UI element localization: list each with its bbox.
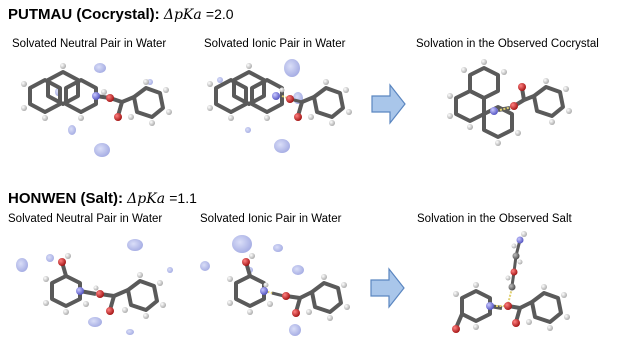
row1-neutral-pair-molecule [21,63,172,157]
row2-arrow-icon [370,267,405,309]
row2-title: HONWEN (Salt): ΔpKa =1.1 [8,190,197,207]
row1-arrow-icon [371,83,406,125]
row1-ionic-pair-molecule [207,59,352,153]
row2-neutral-pair-molecule [16,239,173,335]
solvent-density-blobs [217,59,303,153]
solvent-density-blobs [200,235,304,336]
row2-caption-observed: Solvation in the Observed Salt [417,213,572,225]
row2-delta-pka-value: =1.1 [169,190,197,206]
row1-caption-neutral: Solvated Neutral Pair in Water [12,38,167,50]
row1-title: PUTMAU (Cocrystal): ΔpKa =2.0 [8,6,234,23]
solvent-density-blobs [16,239,173,335]
row2-caption-ionic: Solvated Ionic Pair in Water [200,213,342,225]
row2-delta-pka-symbol: ΔpKa [127,191,166,207]
row2-compound: HONWEN (Salt): [8,190,123,207]
row1-delta-pka-value: =2.0 [205,6,234,22]
row1-caption-observed: Solvation in the Observed Cocrystal [416,38,599,50]
row1-delta-pka-symbol: ΔpKa [163,7,202,23]
row1-caption-ionic: Solvated Ionic Pair in Water [204,38,346,50]
row2-caption-neutral: Solvated Neutral Pair in Water [8,213,163,225]
row2-ionic-pair-molecule [200,235,350,336]
row1-compound: PUTMAU (Cocrystal): [8,6,160,23]
row2-observed-salt-molecule [452,231,570,333]
row1-observed-cocrystal-molecule [447,59,572,146]
